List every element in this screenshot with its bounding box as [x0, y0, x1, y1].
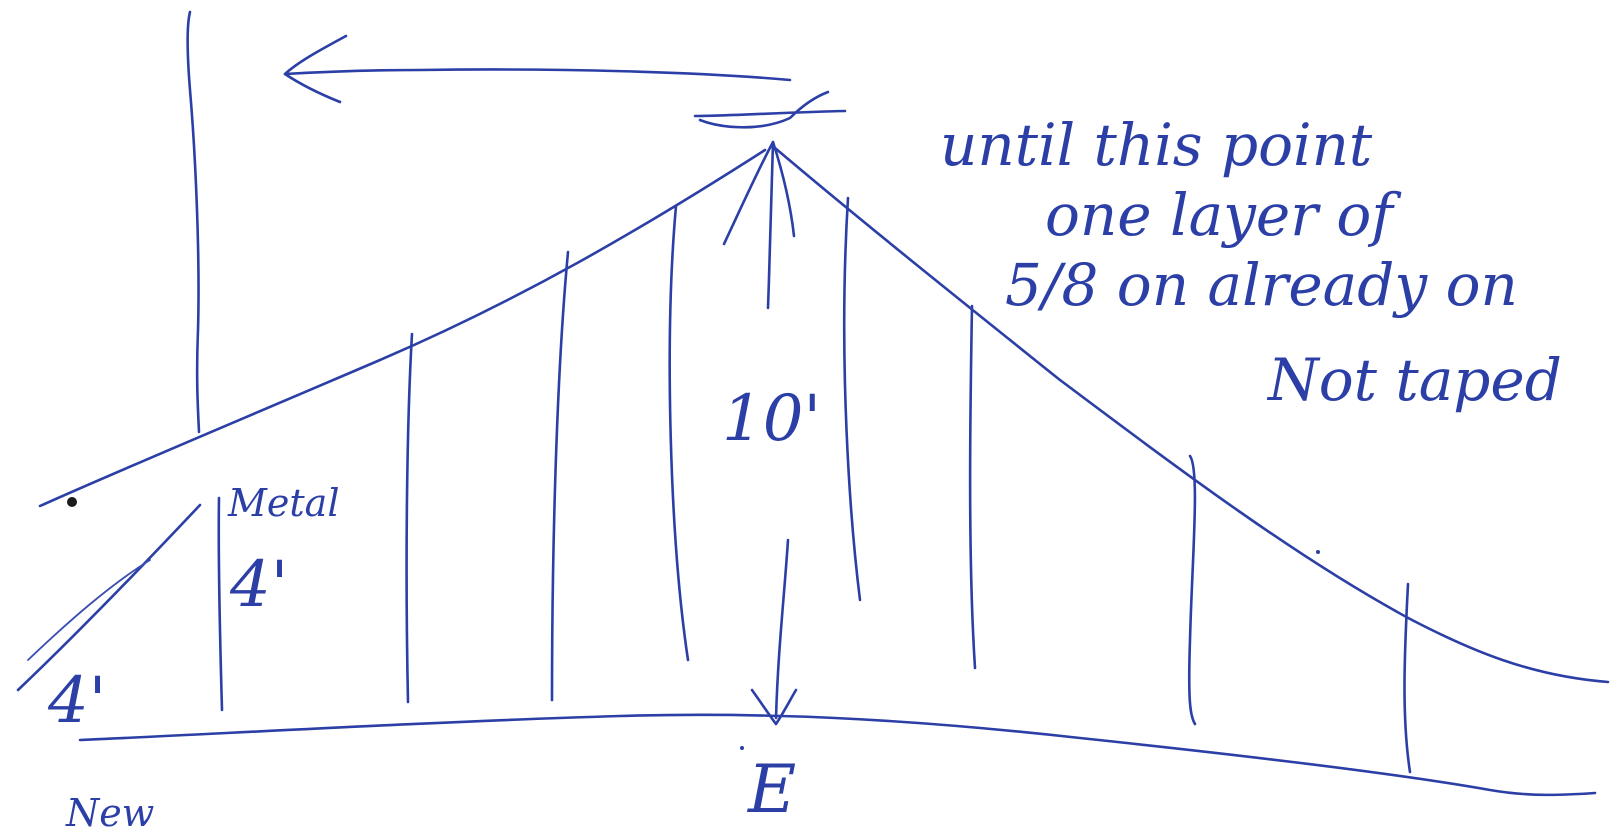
ink-dot-center — [740, 746, 744, 750]
ink-dot-left — [67, 497, 77, 507]
right-roof-slope — [773, 146, 1610, 684]
bottom-left-label: New — [65, 791, 154, 829]
note-line-1: until this point — [940, 111, 1373, 179]
stud-8 — [1403, 582, 1412, 774]
stud-2 — [405, 332, 414, 704]
ink-dot-right — [1316, 550, 1320, 554]
wall-width-label: 4' — [47, 664, 106, 738]
dimension-arrow-up-head — [722, 140, 796, 246]
top-arrow-head — [283, 34, 348, 104]
stud-3 — [550, 250, 570, 702]
lower-left-slope-inner — [27, 559, 151, 661]
stud-1 — [217, 496, 224, 712]
left-vertical-line — [186, 10, 201, 434]
dimension-arrow-up-shaft — [766, 140, 775, 310]
ground-line — [78, 713, 1597, 797]
wall-height-label: 4' — [229, 548, 288, 622]
note-line-2: one layer of — [1045, 181, 1402, 249]
peak-marker-loop — [698, 90, 830, 129]
metal-label: Metal — [227, 481, 339, 525]
dimension-arrow-down-shaft — [774, 538, 790, 720]
peak-marker-bar — [693, 109, 847, 118]
dimension-arrow-down-head — [750, 688, 798, 726]
note-line-4: Not taped — [1266, 346, 1562, 414]
top-arrow-shaft — [283, 68, 792, 82]
peak-height-label: 10' — [722, 382, 821, 456]
east-label: E — [747, 751, 796, 828]
stud-6 — [968, 304, 977, 670]
stud-5 — [842, 196, 862, 602]
note-line-3: 5/8 on already on — [1005, 251, 1518, 319]
stud-4 — [668, 204, 690, 662]
lower-left-slope-outer — [16, 503, 202, 692]
stud-7 — [1187, 454, 1197, 726]
left-roof-slope — [38, 148, 767, 508]
